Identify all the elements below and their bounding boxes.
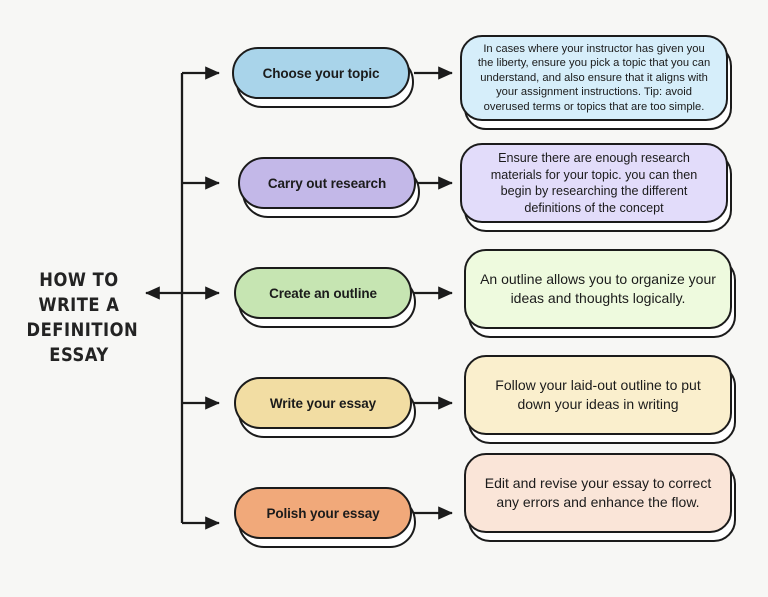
- step-pill-4[interactable]: Write your essay: [234, 377, 416, 438]
- step-description-3[interactable]: An outline allows you to organize your i…: [464, 249, 736, 338]
- step-pill-label-4: Write your essay: [234, 377, 412, 429]
- step-pill-1[interactable]: Choose your topic: [232, 47, 414, 108]
- step-pill-2[interactable]: Carry out research: [238, 157, 420, 218]
- step-row: Create an outline An outline allows you …: [0, 249, 768, 377]
- page-title: HOW TO WRITE A DEFINITION ESSAY: [26, 269, 139, 366]
- step-row: Polish your essay Edit and revise your e…: [0, 453, 768, 597]
- step-pill-5[interactable]: Polish your essay: [234, 487, 416, 548]
- step-description-1[interactable]: In cases where your instructor has given…: [460, 35, 732, 130]
- step-row: Write your essay Follow your laid-out ou…: [0, 355, 768, 487]
- step-description-2[interactable]: Ensure there are enough research materia…: [460, 143, 732, 232]
- step-pill-3[interactable]: Create an outline: [234, 267, 416, 328]
- step-pill-label-3: Create an outline: [234, 267, 412, 319]
- step-description-text-2: Ensure there are enough research materia…: [460, 143, 728, 223]
- step-description-5[interactable]: Edit and revise your essay to correct an…: [464, 453, 736, 542]
- step-pill-label-1: Choose your topic: [232, 47, 410, 99]
- step-description-text-1: In cases where your instructor has given…: [460, 35, 728, 121]
- step-row: Choose your topic In cases where your in…: [0, 35, 768, 157]
- step-row: Carry out research Ensure there are enou…: [0, 143, 768, 267]
- step-description-text-3: An outline allows you to organize your i…: [464, 249, 732, 329]
- infographic-canvas: HOW TO WRITE A DEFINITION ESSAY: [0, 35, 768, 548]
- step-pill-label-5: Polish your essay: [234, 487, 412, 539]
- step-description-4[interactable]: Follow your laid-out outline to put down…: [464, 355, 736, 444]
- step-description-text-4: Follow your laid-out outline to put down…: [464, 355, 732, 435]
- step-description-text-5: Edit and revise your essay to correct an…: [464, 453, 732, 533]
- step-pill-label-2: Carry out research: [238, 157, 416, 209]
